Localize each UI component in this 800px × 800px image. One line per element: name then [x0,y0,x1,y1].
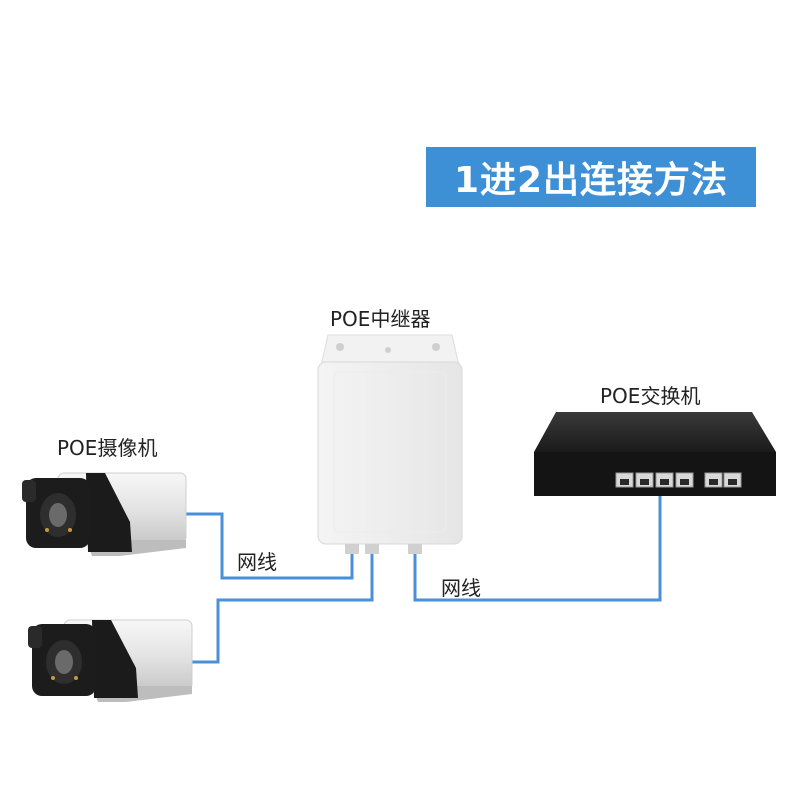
poe-camera-2 [28,619,193,702]
camera-label: POE摄像机 [57,436,158,460]
cable-repeater-switch [413,495,662,602]
cable-label-right: 网线 [441,576,481,600]
repeater-label: POE中继器 [330,307,431,331]
switch-label: POE交换机 [600,384,701,408]
poe-camera-1 [22,472,187,556]
title-banner: 1进2出连接方法 [426,147,756,207]
poe-switch [534,412,776,496]
title-text: 1进2出连接方法 [453,160,729,201]
cable-label-left: 网线 [237,550,277,574]
cable-camera2-repeater [192,552,374,664]
cable-camera1-repeater [186,512,354,580]
poe-repeater [317,334,463,554]
cables [186,495,662,664]
